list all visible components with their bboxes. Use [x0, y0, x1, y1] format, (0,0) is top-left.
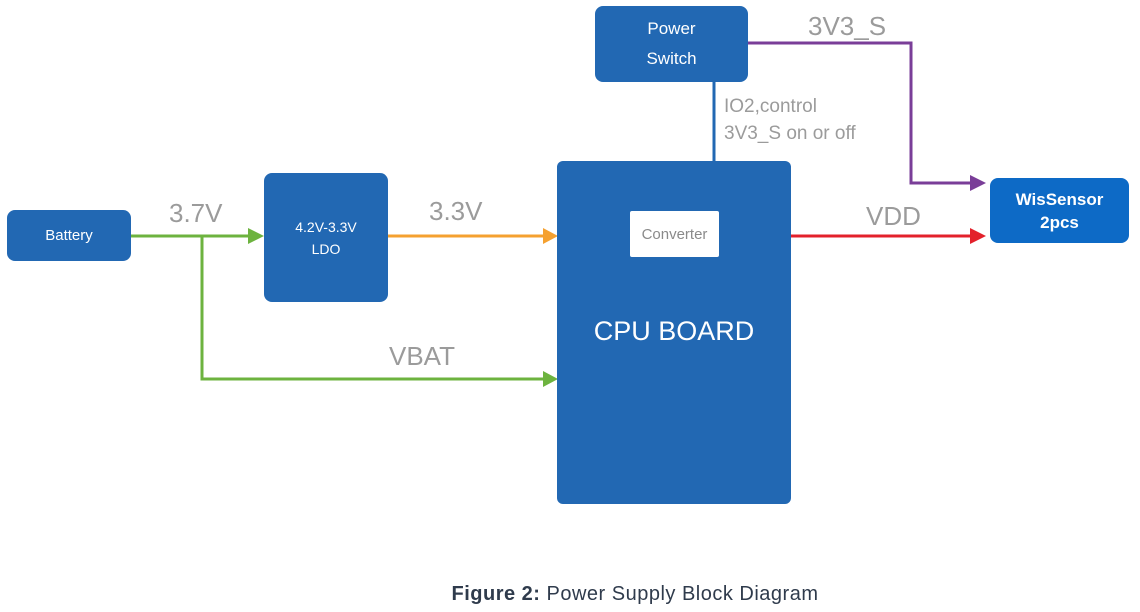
converter-block: Converter: [630, 211, 719, 257]
signal-label-3v7: 3.7V: [169, 198, 223, 228]
control-note-line2: 3V3_S on or off: [724, 123, 856, 144]
control-note: IO2,control 3V3_S on or off: [724, 93, 856, 147]
figure-caption-prefix: Figure 2:: [451, 583, 541, 605]
wissensor-block: WisSensor 2pcs: [990, 178, 1129, 243]
ldo-block: 4.2V-3.3V LDO: [264, 173, 388, 302]
signal-label-3v3: 3.3V: [429, 196, 483, 226]
power-switch-label-line1: Power: [647, 19, 696, 38]
arrow-vdd-into-sensor: [970, 228, 986, 244]
line-vbat: [200, 236, 545, 381]
signal-label-vdd: VDD: [866, 201, 921, 231]
figure-caption-text: Power Supply Block Diagram: [540, 583, 819, 605]
signal-label-3v3-s: 3V3_S: [808, 11, 887, 41]
power-switch-block: Power Switch: [595, 6, 748, 82]
converter-label: Converter: [641, 225, 708, 243]
ldo-label-range: 4.2V-3.3V: [295, 218, 357, 235]
signal-label-vbat: VBAT: [389, 341, 455, 371]
wissensor-label-count: 2pcs: [1040, 212, 1079, 232]
arrow-3v3-s-into-sensor: [970, 175, 986, 191]
line-3v3-s: [747, 41, 972, 185]
battery-block: Battery: [7, 210, 131, 261]
cpu-board-label: CPU BOARD: [593, 316, 755, 346]
power-switch-label-line2: Switch: [646, 49, 697, 68]
control-note-line1: IO2,control: [724, 96, 817, 117]
arrow-vbat-into-cpu: [543, 371, 558, 387]
ldo-label-type: LDO: [311, 240, 341, 257]
arrow-into-ldo: [248, 228, 264, 244]
arrow-3v3-into-cpu: [543, 228, 558, 244]
battery-label: Battery: [45, 226, 93, 244]
wissensor-label-name: WisSensor: [1015, 189, 1104, 209]
figure-caption: Figure 2: Power Supply Block Diagram: [0, 583, 1140, 606]
